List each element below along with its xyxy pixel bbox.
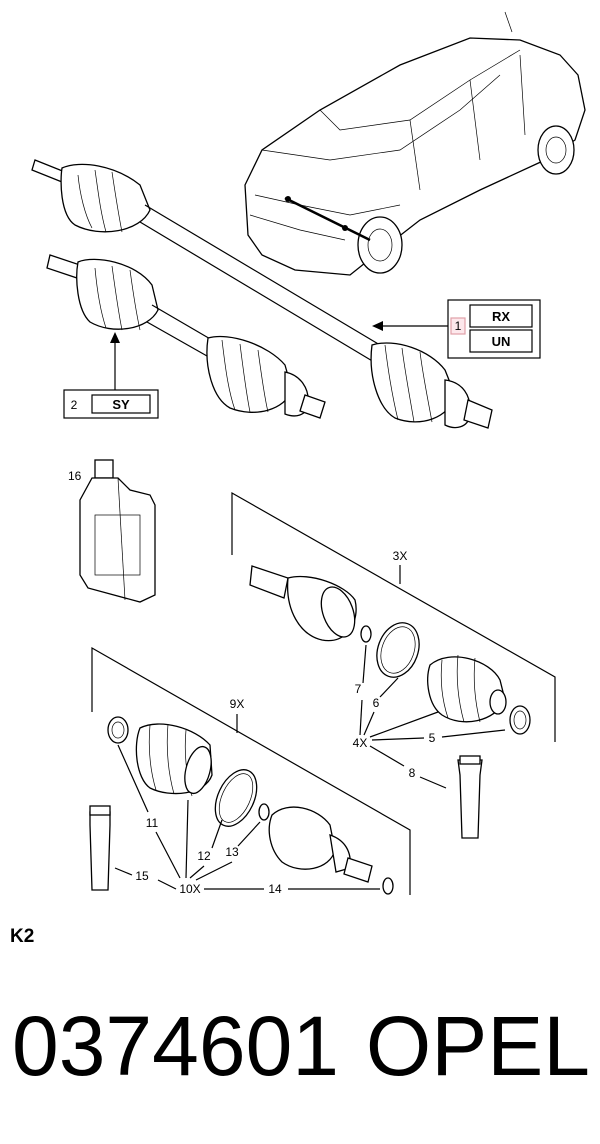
callout-6: 6 [373,696,380,710]
callout-11: 11 [146,816,159,830]
callout-3x: 3X [393,549,408,563]
callout-7: 7 [355,682,362,696]
ref-1-callout: 1 RX UN [372,299,541,359]
callout-13: 13 [225,845,239,859]
drive-shaft-short [46,254,326,419]
callout-12: 12 [197,849,211,863]
callout-9x: 9X [230,697,245,711]
callout-16: 16 [68,469,82,483]
brand-name: OPEL [366,999,590,1093]
ref-1-code-a: RX [492,309,510,324]
grease-bottle: 16 [68,459,156,603]
callout-5: 5 [429,731,436,745]
ref-2-callout: 2 SY [63,332,159,419]
page-code: K2 [10,926,34,947]
callout-14: 14 [268,882,282,896]
part-number: 0374601 [12,999,339,1093]
callout-8: 8 [409,766,416,780]
kit-9x: 9X 11 12 13 10X 14 15 [89,646,411,896]
callout-15: 15 [135,869,149,883]
ref-2-number: 2 [71,398,78,412]
ref-2-code: SY [112,397,130,412]
ref-1-number: 1 [455,319,462,333]
kit-3x: 3X 7 6 4X 5 8 [231,491,556,839]
callout-4x: 4X [353,736,368,750]
drive-shaft-long [31,159,493,429]
ref-1-code-b: UN [492,334,511,349]
car-illustration [244,11,586,276]
callout-10x: 10X [179,882,200,896]
